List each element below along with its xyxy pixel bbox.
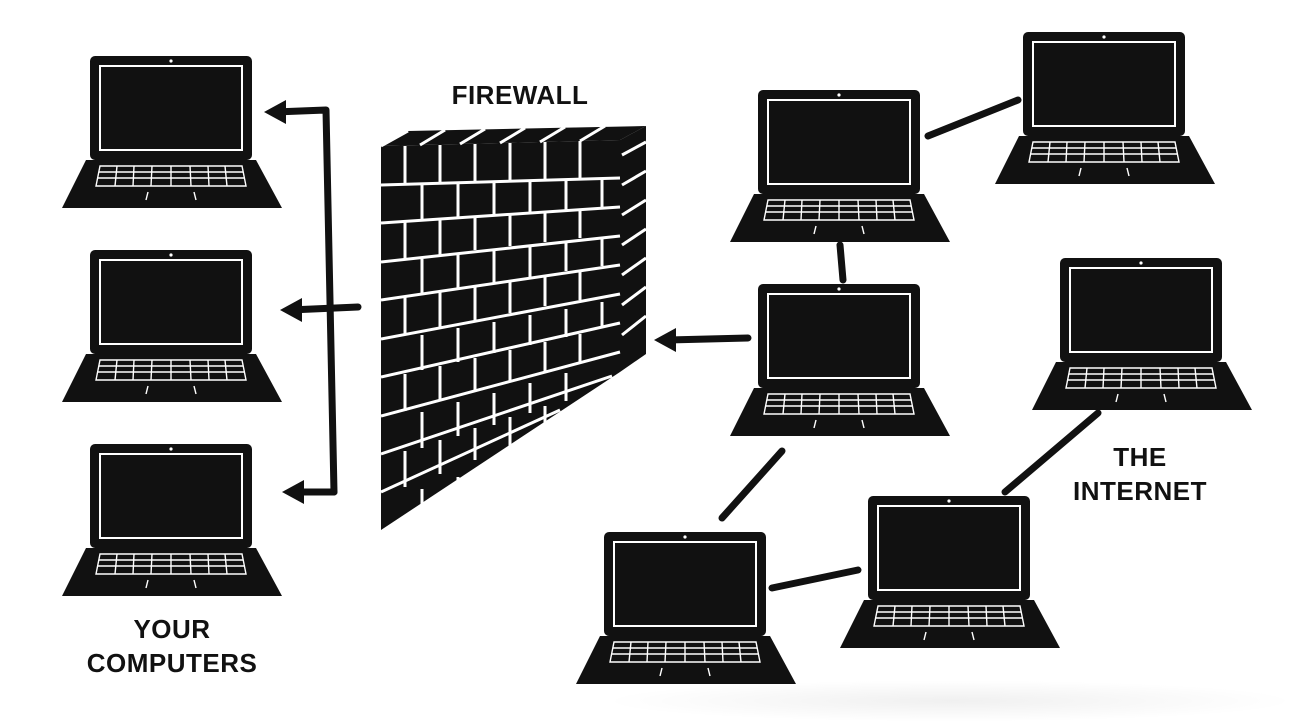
the-internet-line-1: THE	[1113, 442, 1167, 472]
internet-laptop-icon-2	[729, 89, 951, 243]
internet-laptop-icon-5	[839, 495, 1061, 649]
internet-laptop-icon-3	[729, 283, 951, 437]
firewall-text: FIREWALL	[451, 80, 589, 110]
your-computer-laptop-icon-3	[61, 443, 283, 597]
internet-laptop-icon-1	[994, 31, 1216, 185]
the-internet-label: THE INTERNET	[1060, 440, 1220, 508]
your-computers-label: YOUR COMPUTERS	[62, 612, 282, 680]
your-computers-line-1: YOUR	[133, 614, 211, 644]
bottom-shadow	[600, 680, 1300, 722]
brick-wall-icon	[380, 124, 647, 530]
arrow-into-firewall	[654, 328, 676, 352]
network-connections	[664, 96, 1102, 592]
your-computers-line-2: COMPUTERS	[86, 648, 258, 678]
distribution-arrows	[271, 106, 362, 496]
firewall-label: FIREWALL	[430, 78, 610, 112]
internet-laptop-icon-4	[1031, 257, 1253, 411]
your-computer-laptop-icon-1	[61, 55, 283, 209]
the-internet-line-2: INTERNET	[1073, 476, 1207, 506]
arrowheads-left	[264, 100, 304, 504]
internet-laptop-icon-6	[575, 531, 797, 685]
your-computer-laptop-icon-2	[61, 249, 283, 403]
